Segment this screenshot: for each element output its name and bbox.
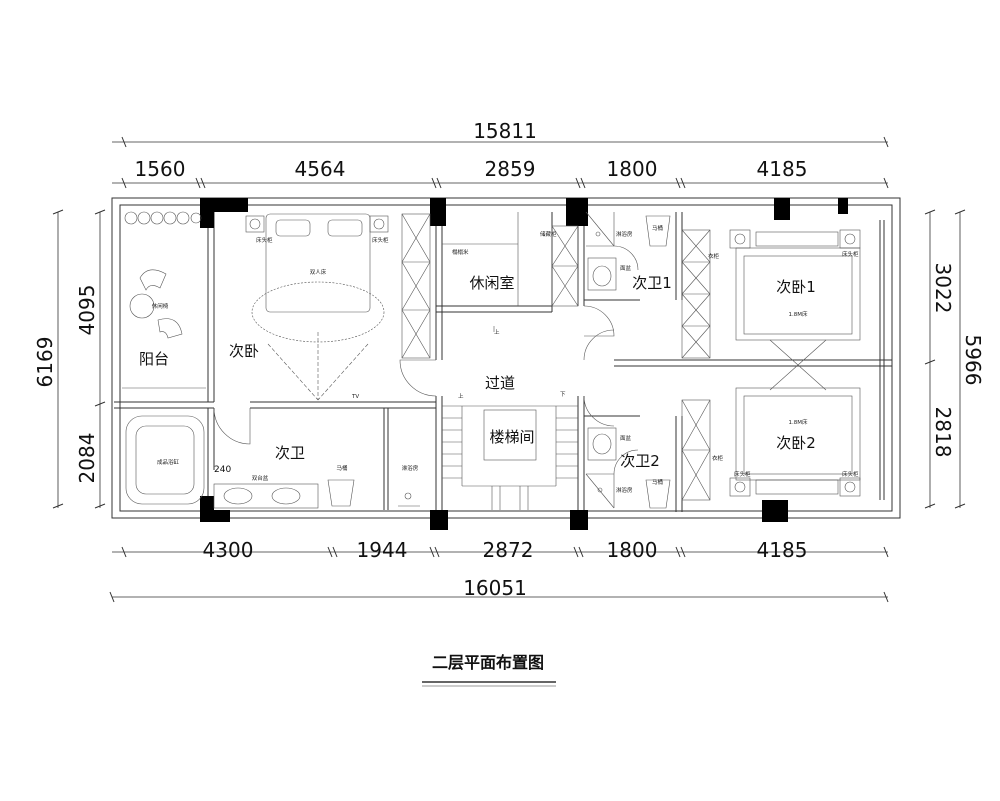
shower-label-bath1: 淋浴房 [616, 230, 633, 238]
room-second-bedroom-left: 次卧 [229, 342, 259, 360]
dimension-lines [52, 136, 966, 603]
room-bath-1: 次卫1 [632, 274, 672, 292]
nightstand-label-5: 床头柜 [842, 470, 859, 478]
dim-top-4: 1800 [607, 157, 658, 181]
bathtub-label: 成品浴缸 [157, 458, 180, 466]
drawing-title: 二层平面布置图 [432, 653, 544, 672]
basin-label-bath2: 面盆 [620, 434, 632, 442]
tv-label: TV [351, 394, 359, 400]
toilet-label-bath1: 马桶 [652, 224, 664, 232]
room-bedroom-1: 次卧1 [776, 278, 816, 296]
bed-label-1: 1.8M床 [789, 310, 808, 318]
dim-bottom-1: 4300 [203, 538, 254, 562]
dim-left-2: 2084 [75, 433, 99, 484]
dim-top-3: 2859 [485, 157, 536, 181]
toilet-label-bath2: 马桶 [652, 478, 664, 486]
room-balcony: 阳台 [139, 350, 169, 368]
corridor-stairs: 上 上 下 过道 楼梯间 [399, 326, 615, 510]
double-bed-label: 双人床 [310, 268, 327, 276]
dim-right-total: 5966 [961, 335, 985, 386]
nightstand-label-4: 床头柜 [734, 470, 751, 478]
basin-label-bath1: 面盆 [620, 264, 632, 272]
storage-cabinet-label: 储藏柜 [540, 230, 557, 238]
balcony: 休闲椅 阳台 [122, 211, 206, 389]
toilet-label-left: 马桶 [336, 464, 348, 472]
down-label-stairs: 下 [560, 391, 566, 398]
bath-2: 面盆 淋浴房 马桶 次卫2 [585, 427, 671, 509]
dim-240: 240 [214, 465, 231, 475]
shower-label-left: 淋浴房 [402, 464, 419, 472]
bed-label-2: 1.8M床 [789, 418, 808, 426]
room-lounge: 休闲室 [469, 274, 514, 292]
left-bath: 成品浴缸 240 双台盆 马桶 淋浴房 次卫 [125, 415, 420, 509]
columns [200, 198, 848, 530]
dim-left-1: 4095 [75, 285, 99, 336]
wardrobe-label-1: 衣柜 [708, 252, 720, 260]
dim-top-1: 1560 [135, 157, 186, 181]
dim-top-total: 15811 [473, 119, 537, 143]
nightstand-label-1: 床头柜 [256, 236, 273, 244]
nightstand-label-3: 床头柜 [842, 250, 859, 258]
lounge-chair-label: 休闲椅 [152, 302, 169, 310]
dim-top-2: 4564 [295, 157, 346, 181]
room-bedroom-2: 次卧2 [776, 434, 816, 452]
bedroom-1: 衣柜 床头柜 1.8M床 次卧1 [681, 229, 861, 391]
bedroom-2: 衣柜 床头柜 床头柜 1.8M床 次卧2 [681, 387, 861, 501]
dim-bottom-5: 4185 [757, 538, 808, 562]
dim-bottom-2: 1944 [357, 538, 408, 562]
dim-left-total: 6169 [33, 337, 57, 388]
room-second-bath-left: 次卫 [275, 444, 305, 462]
up-label-top: 上 [494, 328, 500, 336]
outer-walls [111, 197, 901, 519]
bath-1: 淋浴房 马桶 面盆 次卫1 [585, 211, 672, 292]
dim-right-1: 3022 [931, 263, 955, 314]
left-bedroom: 床头柜 床头柜 双人床 TV 次卧 [213, 213, 389, 445]
interior-walls [114, 212, 892, 512]
room-stairwell: 楼梯间 [489, 428, 534, 446]
double-basin-label: 双台盆 [252, 474, 269, 482]
title-underline [422, 681, 556, 687]
dim-top-5: 4185 [757, 157, 808, 181]
up-label-stairs: 上 [458, 392, 464, 400]
dim-right-2: 2818 [931, 407, 955, 458]
dim-bottom-3: 2872 [483, 538, 534, 562]
dim-bottom-total: 16051 [463, 576, 527, 600]
wardrobe-label-2: 衣柜 [712, 454, 724, 462]
room-corridor: 过道 [485, 374, 515, 392]
dim-bottom-4: 1800 [607, 538, 658, 562]
lounge: 榻榻米 储藏柜 休闲室 [401, 212, 615, 359]
nightstand-label-2: 床头柜 [372, 236, 389, 244]
room-bath-2: 次卫2 [620, 452, 660, 470]
shower-label-bath2: 淋浴房 [616, 486, 633, 494]
tatami-label: 榻榻米 [452, 248, 469, 256]
